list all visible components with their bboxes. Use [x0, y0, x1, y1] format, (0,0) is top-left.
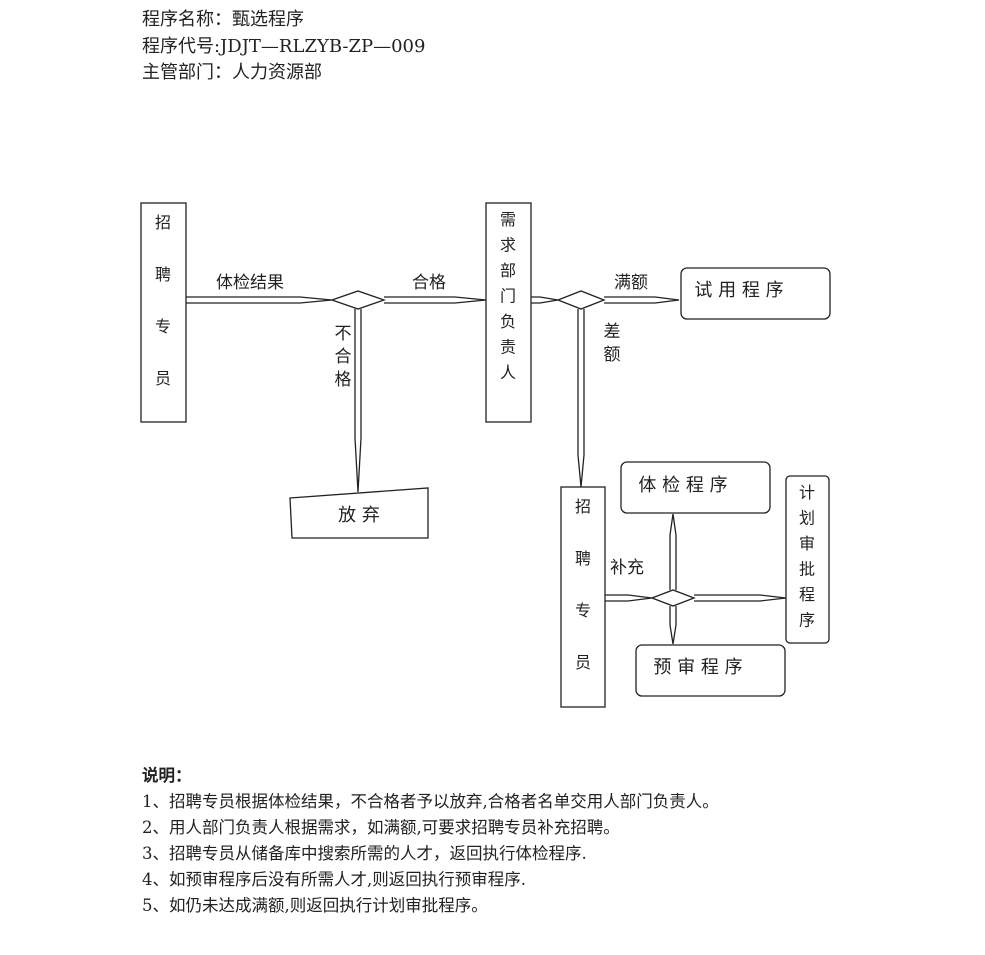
plan-approval-char: 划: [799, 509, 815, 528]
label-pass: 合格: [412, 273, 446, 293]
arrow-to-pre-review: [669, 606, 677, 645]
arrow-to-physical-exam: [669, 513, 677, 590]
pre-review-box: [635, 644, 786, 697]
abandon-box: [289, 487, 429, 539]
plan-approval-char: 计: [799, 483, 815, 502]
recruiter-box-1: [140, 202, 187, 423]
plan-approval-box: [785, 475, 830, 644]
dept-head-char: 责: [500, 338, 516, 357]
decision-diamond-1: [330, 290, 386, 310]
abandon-label: 放 弃: [338, 505, 380, 526]
label-supplement: 补充: [610, 558, 644, 578]
dept-head-char: 部: [500, 261, 516, 280]
probation-label: 试 用 程 序: [694, 280, 783, 301]
probation-box: [680, 267, 831, 320]
recruiter-1-char: 员: [155, 369, 171, 388]
fail-label-char: 格: [335, 370, 352, 390]
recruiter-1-char: 聘: [155, 265, 171, 284]
arrow-fail: [354, 309, 362, 493]
arrow-to-diamond-2: [531, 296, 559, 304]
label-exam-result: 体检结果: [216, 273, 284, 293]
pre-review-label: 预 审 程 序: [653, 657, 742, 678]
recruiter-1-char: 专: [155, 317, 171, 336]
dept-head-char: 人: [500, 363, 516, 382]
dept-head-char: 门: [500, 287, 516, 306]
arrow-to-diamond-3: [605, 594, 653, 602]
diagram-labels: 体检结果 合格 满额 补充 试 用 程 序 放 弃 体 检 程 序 预 审 程 …: [216, 273, 784, 678]
physical-exam-label: 体 检 程 序: [638, 475, 727, 496]
recruiter-1-char: 招: [155, 213, 171, 232]
note-item-2: 2、用人部门负责人根据需求，如满额,可要求招聘专员补充招聘。: [142, 818, 620, 837]
note-item-1: 1、招聘专员根据体检结果，不合格者予以放弃,合格者名单交用人部门负责人。: [142, 792, 719, 811]
decision-diamond-3: [650, 589, 696, 607]
plan-approval-char: 序: [799, 611, 815, 630]
physical-exam-box: [620, 461, 771, 514]
short-label-char: 额: [604, 345, 621, 365]
decision-diamond-2: [556, 290, 606, 310]
program-name: 程序名称：甄选程序: [142, 9, 304, 30]
managing-dept: 主管部门：人力资源部: [142, 62, 322, 83]
note-item-5: 5、如仍未达成满额,则返回执行计划审批程序。: [142, 896, 488, 915]
recruiter-2-char: 招: [575, 497, 591, 516]
arrow-full: [604, 296, 680, 304]
notes-section: 说明： 1、招聘专员根据体检结果，不合格者予以放弃,合格者名单交用人部门负责人。…: [142, 763, 719, 919]
plan-approval-char: 审: [799, 534, 815, 553]
arrow-short: [577, 309, 585, 488]
dept-head-char: 负: [500, 312, 516, 331]
fail-label-char: 合: [335, 347, 352, 367]
dept-head-box: [485, 202, 532, 423]
plan-approval-char: 批: [799, 560, 815, 579]
notes-title: 说明：: [142, 766, 192, 785]
program-code: 程序代号:JDJT—RLZYB-ZP—009: [142, 36, 426, 57]
recruiter-box-2: [560, 486, 606, 708]
arrow-to-plan-approval: [694, 594, 787, 602]
note-item-4: 4、如预审程序后没有所需人才,则返回执行预审程序.: [142, 870, 526, 889]
arrow-pass: [384, 296, 487, 304]
plan-approval-char: 程: [799, 585, 815, 604]
short-label-char: 差: [604, 322, 621, 342]
note-item-3: 3、招聘专员从储备库中搜索所需的人才，返回执行体检程序.: [142, 844, 587, 863]
dept-head-char: 求: [500, 236, 516, 255]
dept-head-char: 需: [500, 210, 516, 229]
recruiter-2-char: 聘: [575, 549, 591, 568]
recruiter-2-char: 员: [575, 653, 591, 672]
fail-label-char: 不: [335, 324, 352, 344]
recruiter-2-char: 专: [575, 601, 591, 620]
arrow-to-diamond-1: [186, 296, 333, 304]
flowchart: 体检结果 合格 满额 补充 试 用 程 序 放 弃 体 检 程 序 预 审 程 …: [140, 202, 831, 708]
label-full: 满额: [614, 273, 648, 293]
